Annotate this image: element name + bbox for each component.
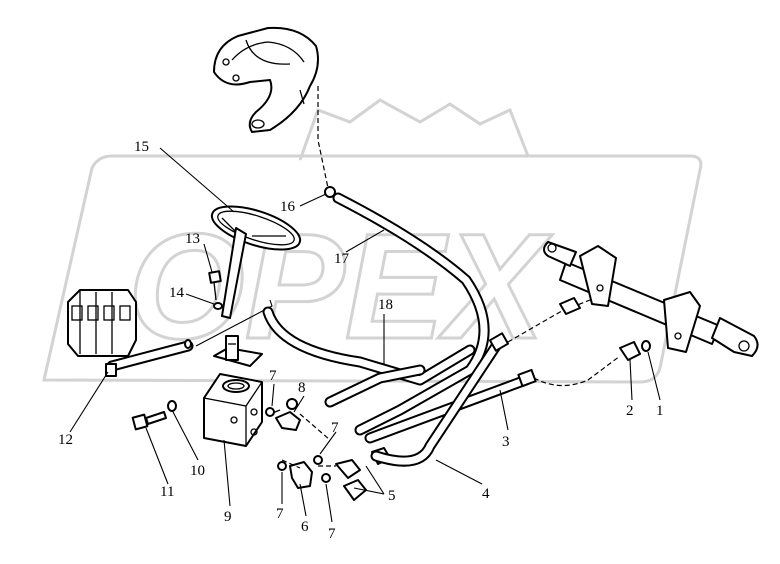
callout-17: 17 xyxy=(334,251,350,267)
pipe-12 xyxy=(105,339,194,377)
callout-16: 16 xyxy=(280,199,296,215)
seal-7-a xyxy=(265,407,275,417)
callout-7-a: 7 xyxy=(269,368,277,384)
fitting-2 xyxy=(619,341,641,361)
steering-column-cover xyxy=(213,26,319,133)
bolt-11 xyxy=(131,411,167,431)
seal-7-d xyxy=(321,473,331,483)
callout-1: 1 xyxy=(656,403,664,419)
callout-3: 3 xyxy=(502,434,510,450)
callout-9: 9 xyxy=(224,509,232,525)
steering-cylinder xyxy=(543,241,759,357)
control-valve-block xyxy=(67,289,137,357)
callout-7-c: 7 xyxy=(276,506,284,522)
callout-8: 8 xyxy=(298,380,306,396)
washer-14 xyxy=(213,302,223,310)
leader-lines xyxy=(69,147,661,523)
hose-17 xyxy=(324,186,490,436)
callout-5: 5 xyxy=(388,488,396,504)
callout-7-d: 7 xyxy=(328,526,336,542)
valve-fitting-dashlines xyxy=(281,413,336,469)
column-to-fitting-dashline xyxy=(317,86,329,189)
seal-7-c xyxy=(277,461,287,471)
fitting-6 xyxy=(289,461,313,489)
callout-10: 10 xyxy=(190,463,205,479)
callout-4: 4 xyxy=(482,486,490,502)
callout-14: 14 xyxy=(169,285,185,301)
callout-13: 13 xyxy=(185,231,200,247)
callout-11: 11 xyxy=(160,484,174,500)
steering-wheel xyxy=(210,205,302,319)
column-base xyxy=(213,335,263,367)
o-ring-10 xyxy=(167,400,177,412)
hose-4 xyxy=(370,332,510,467)
fittings-5 xyxy=(335,447,391,501)
callout-18: 18 xyxy=(378,297,393,313)
fitting-8 xyxy=(269,398,301,431)
callout-12: 12 xyxy=(58,432,73,448)
callout-7-b: 7 xyxy=(331,420,339,436)
o-ring-1 xyxy=(641,340,651,352)
callout-2: 2 xyxy=(626,403,634,419)
bolt-13 xyxy=(208,270,222,301)
hose4-dashline xyxy=(507,299,591,343)
callout-15: 15 xyxy=(134,139,149,155)
callout-6: 6 xyxy=(301,519,309,535)
fitting-upper xyxy=(559,297,581,315)
hose-18 xyxy=(262,306,476,408)
steering-valve-block xyxy=(203,373,263,447)
callouts: 1 2 3 4 5 6 7 7 7 7 8 9 10 11 12 13 14 1… xyxy=(58,139,664,542)
seal-7-b xyxy=(313,455,323,465)
